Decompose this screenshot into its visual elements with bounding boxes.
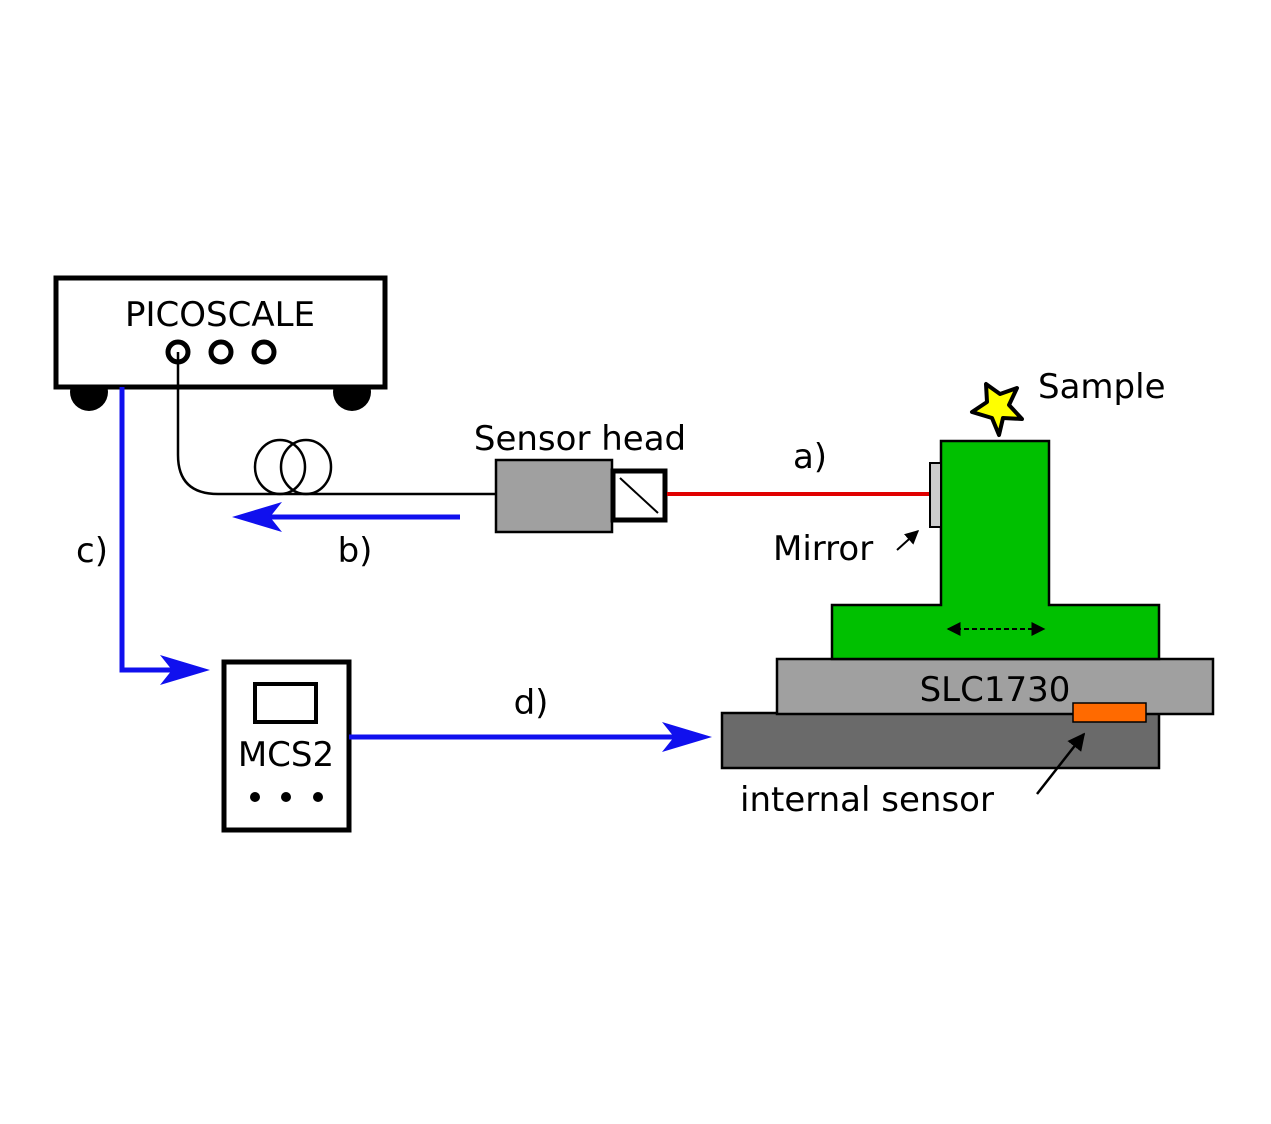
star-icon (970, 382, 1024, 437)
mirror-pointer (896, 530, 920, 551)
path-a-label: a) (793, 437, 827, 477)
picoscale-port-3 (251, 339, 277, 365)
internal-sensor-element (1072, 702, 1147, 723)
sensor-head: Sensor head (474, 419, 686, 534)
sample-label: Sample (1038, 367, 1165, 407)
fiber-line (176, 352, 496, 496)
path-b-arrow (232, 502, 460, 532)
fiber-coil-icon (253, 438, 333, 496)
mirror-label: Mirror (773, 529, 873, 569)
mcs2-label: MCS2 (238, 735, 334, 775)
picoscale-label: PICOSCALE (125, 295, 315, 335)
sensor-head-body (494, 458, 614, 534)
mcs2-controller: MCS2 (221, 659, 352, 833)
path-c-arrow (119, 387, 210, 685)
picoscale-unit: PICOSCALE (53, 275, 388, 411)
picoscale-port-2 (208, 339, 234, 365)
optical-fiber (176, 352, 496, 496)
internal-sensor-label: internal sensor (740, 780, 994, 820)
internal-sensor-pointer (1036, 732, 1086, 795)
path-b-label: b) (338, 531, 373, 571)
sensor-head-label: Sensor head (474, 419, 686, 459)
path-d-label: d) (514, 683, 549, 723)
path-c-label: c) (76, 531, 108, 571)
mcs2-button-1 (250, 792, 260, 802)
mcs2-button-3 (313, 792, 323, 802)
stage-slc1730 (775, 657, 1215, 716)
stage-label: SLC1730 (920, 670, 1071, 710)
beam-splitter-icon (610, 468, 668, 523)
picoscale-box (53, 275, 388, 390)
stage-assembly: SLC1730 (720, 439, 1215, 770)
mirror (929, 462, 942, 528)
sample-holder (830, 439, 1161, 661)
mcs2-button-2 (281, 792, 291, 802)
path-d-arrow (349, 722, 712, 752)
mcs2-display (253, 682, 318, 724)
